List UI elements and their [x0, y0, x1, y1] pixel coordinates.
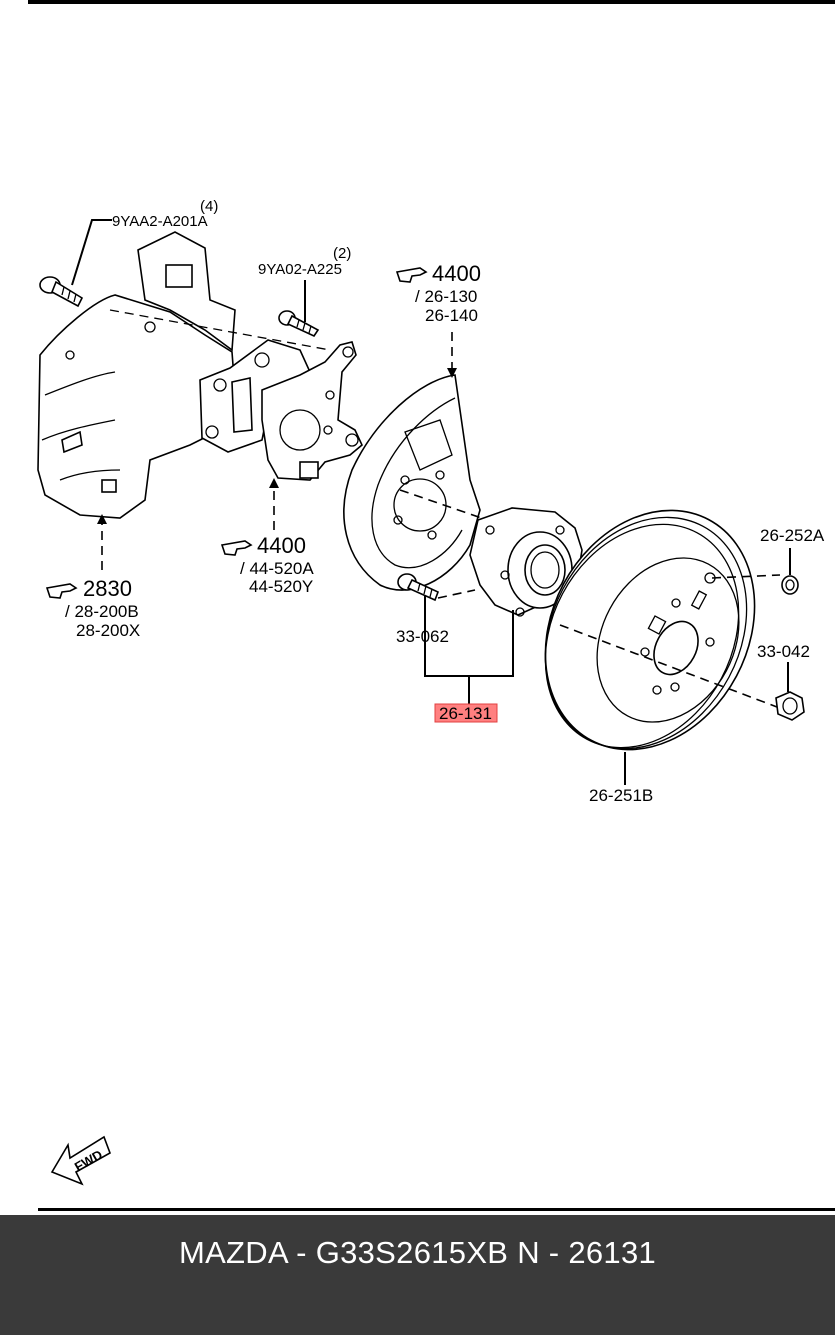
see-reference-icon — [395, 267, 428, 283]
hub-assembly-highlight — [434, 703, 498, 723]
top-border — [28, 0, 835, 4]
see-left-num: 2830 — [83, 576, 132, 601]
bolt-top-qty: (4) — [200, 198, 218, 215]
see-reference-icon — [220, 540, 253, 556]
see-mid-line2: 44-520Y — [249, 577, 313, 596]
see-left-line1: / 28-200B — [65, 602, 139, 621]
see-top-num: 4400 — [432, 261, 481, 286]
parts-diagram: (4) 9YAA2-A201A (2) 9YA02-A225 4400 / 26… — [28, 0, 835, 1211]
caliper-bracket-drawing — [261, 341, 363, 481]
knuckle-drawing — [37, 231, 331, 519]
footer-bar: MAZDA - G33S2615XB N - 26131 — [0, 1215, 835, 1335]
bolt-mid-qty: (2) — [333, 245, 351, 262]
see-left-line2: 28-200X — [76, 621, 140, 640]
bottom-border — [38, 1208, 835, 1211]
brake-disc-drawing — [544, 509, 786, 751]
cap-label: 26-252A — [760, 526, 825, 545]
hub-bearing-drawing — [397, 507, 583, 617]
see-top-line2: 26-140 — [425, 306, 478, 325]
hub-bolt-label: 33-062 — [396, 627, 449, 646]
fwd-arrow-icon: FWD — [50, 1135, 111, 1186]
nut-label: 33-042 — [757, 642, 810, 661]
see-reference-icon — [45, 583, 78, 599]
hub-assembly-label[interactable]: 26-131 — [439, 704, 492, 723]
bolt-mid-drawing — [278, 310, 320, 338]
see-top-line1: / 26-130 — [415, 287, 477, 306]
see-mid-num: 4400 — [257, 533, 306, 558]
disc-label: 26-251B — [589, 786, 653, 805]
nut-drawing — [775, 691, 805, 721]
see-mid-line1: / 44-520A — [240, 559, 314, 578]
part-number-caption: MAZDA - G33S2615XB N - 26131 — [178, 1235, 657, 1270]
bolt-top-ref: 9YAA2-A201A — [112, 213, 208, 230]
bolt-top-drawing — [39, 276, 84, 308]
bolt-mid-ref: 9YA02-A225 — [258, 261, 342, 278]
cap-drawing — [781, 575, 799, 595]
